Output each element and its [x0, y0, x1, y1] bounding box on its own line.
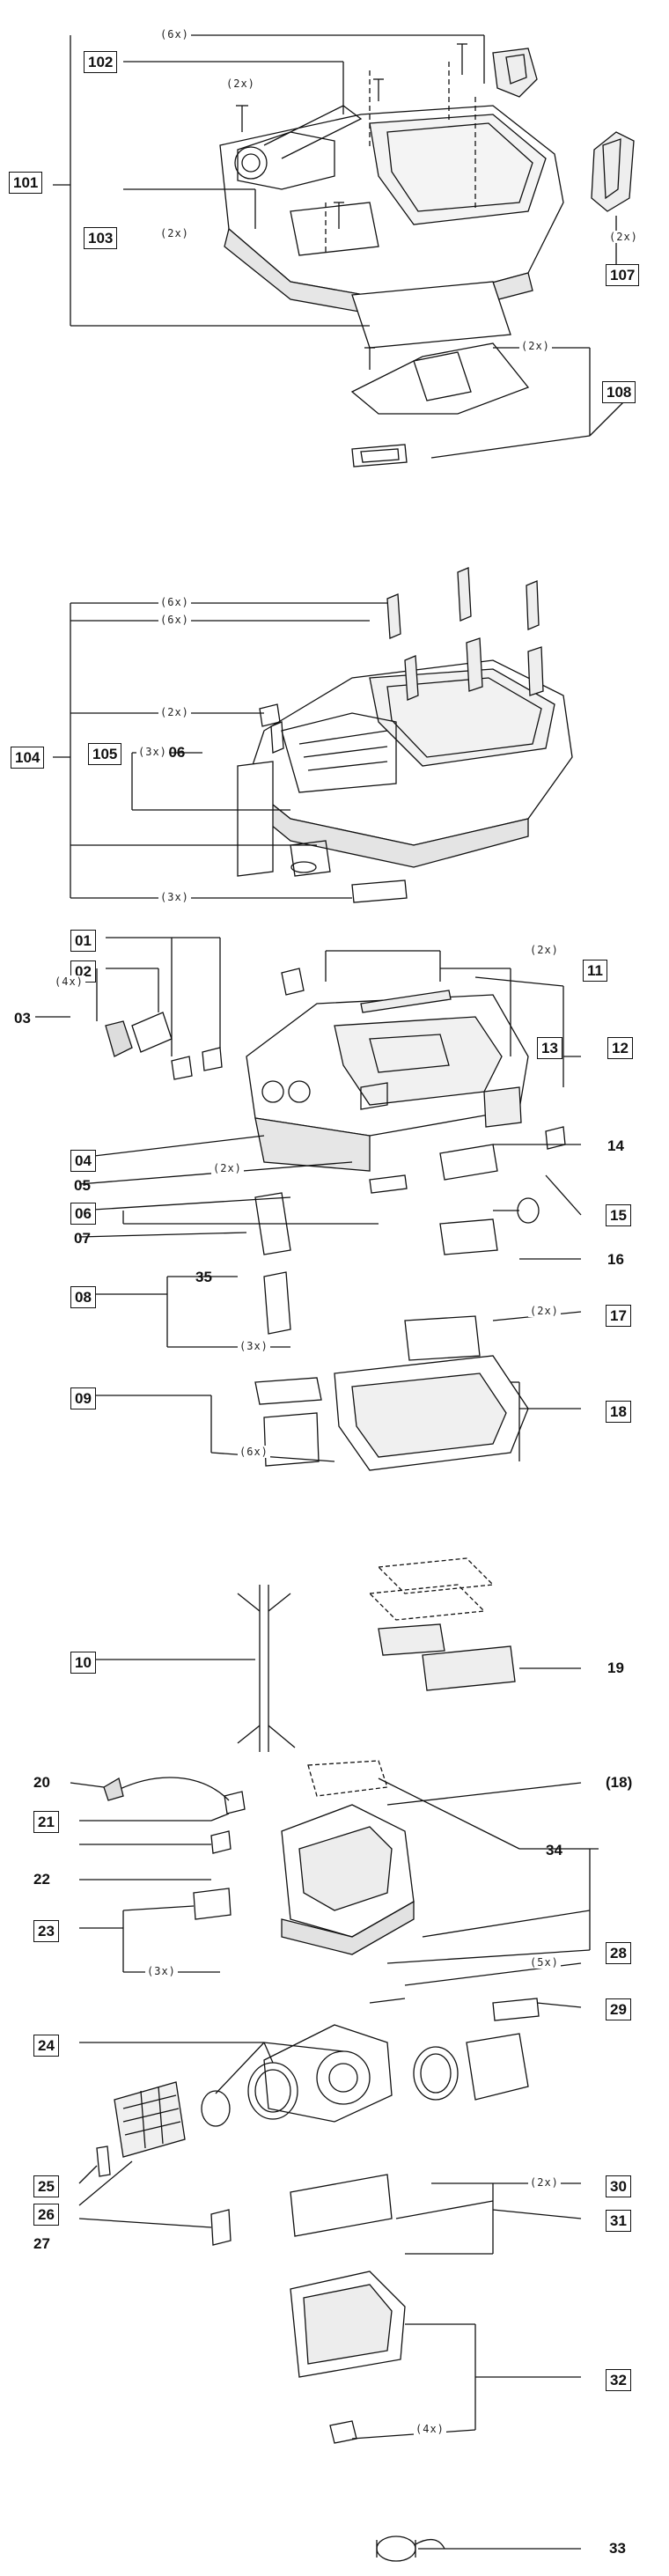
label-22: 22 — [33, 1871, 50, 1888]
label-107: 107 — [606, 264, 640, 286]
label-20: 20 — [33, 1774, 50, 1791]
label-17: 17 — [606, 1305, 631, 1327]
label-21: 21 — [33, 1811, 59, 1833]
qty-2x-107: (2x) — [607, 231, 640, 243]
label-23: 23 — [33, 1920, 59, 1942]
label-11: 11 — [583, 960, 607, 982]
qty-6x-104-a: (6x) — [158, 596, 191, 608]
qty-5x-28: (5x) — [528, 1956, 561, 1969]
qty-3x-105: (3x) — [136, 746, 169, 758]
qty-3x-08: (3x) — [238, 1340, 270, 1352]
label-104: 104 — [11, 747, 45, 769]
qty-6x-104-b: (6x) — [158, 614, 191, 626]
label-09: 09 — [70, 1387, 96, 1409]
label-13: 13 — [537, 1037, 562, 1059]
label-08: 08 — [70, 1286, 96, 1308]
label-35: 35 — [195, 1269, 212, 1285]
label-19: 19 — [607, 1660, 624, 1676]
qty-2x-104: (2x) — [158, 706, 191, 718]
label-07: 07 — [74, 1230, 91, 1247]
label-102: 102 — [84, 51, 118, 73]
label-27: 27 — [33, 2235, 50, 2252]
qty-2x-103: (2x) — [158, 227, 191, 239]
qty-6x-top: (6x) — [158, 28, 191, 40]
label-04: 04 — [70, 1150, 96, 1172]
label-32: 32 — [606, 2369, 631, 2391]
label-15: 15 — [606, 1204, 631, 1226]
label-29: 29 — [606, 1998, 631, 2020]
label-26: 26 — [33, 2204, 59, 2226]
label-10: 10 — [70, 1652, 96, 1674]
label-33: 33 — [609, 2540, 626, 2557]
label-31: 31 — [606, 2210, 631, 2232]
qty-2x-30: (2x) — [528, 2176, 561, 2189]
label-14: 14 — [607, 1137, 624, 1154]
label-18-reference: (18) — [606, 1774, 633, 1791]
qty-2x-102: (2x) — [224, 77, 257, 90]
shell-parts-assembly — [35, 937, 582, 1471]
label-28: 28 — [606, 1942, 631, 1964]
label-108: 108 — [602, 381, 636, 403]
housing-104-assembly — [53, 567, 573, 903]
label-101: 101 — [9, 172, 43, 194]
qty-3x-104: (3x) — [158, 891, 191, 903]
label-03: 03 — [14, 1010, 31, 1027]
base-assembly — [70, 1760, 599, 2562]
qty-4x-03: (4x) — [53, 975, 85, 988]
label-01: 01 — [70, 930, 96, 952]
label-06: 06 — [70, 1203, 96, 1225]
qty-2x-17: (2x) — [528, 1305, 561, 1317]
label-05: 05 — [74, 1177, 91, 1194]
qty-4x-32: (4x) — [414, 2423, 446, 2435]
label-103: 103 — [84, 227, 118, 249]
qty-2x-12: (2x) — [528, 944, 561, 956]
qty-2x-04: (2x) — [211, 1162, 244, 1174]
qty-2x-108: (2x) — [519, 340, 552, 352]
label-30: 30 — [606, 2175, 631, 2197]
qty-3x-23: (3x) — [145, 1965, 178, 1977]
top-housing-assembly — [53, 34, 635, 467]
label-24: 24 — [33, 2035, 59, 2057]
wiring-and-filter-assembly — [79, 1557, 581, 1752]
label-16: 16 — [607, 1251, 624, 1268]
label-18: 18 — [606, 1401, 631, 1423]
label-25: 25 — [33, 2175, 59, 2197]
label-105: 105 — [88, 743, 122, 765]
qty-6x-09: (6x) — [238, 1446, 270, 1458]
label-34: 34 — [546, 1842, 562, 1858]
label-12: 12 — [607, 1037, 633, 1059]
